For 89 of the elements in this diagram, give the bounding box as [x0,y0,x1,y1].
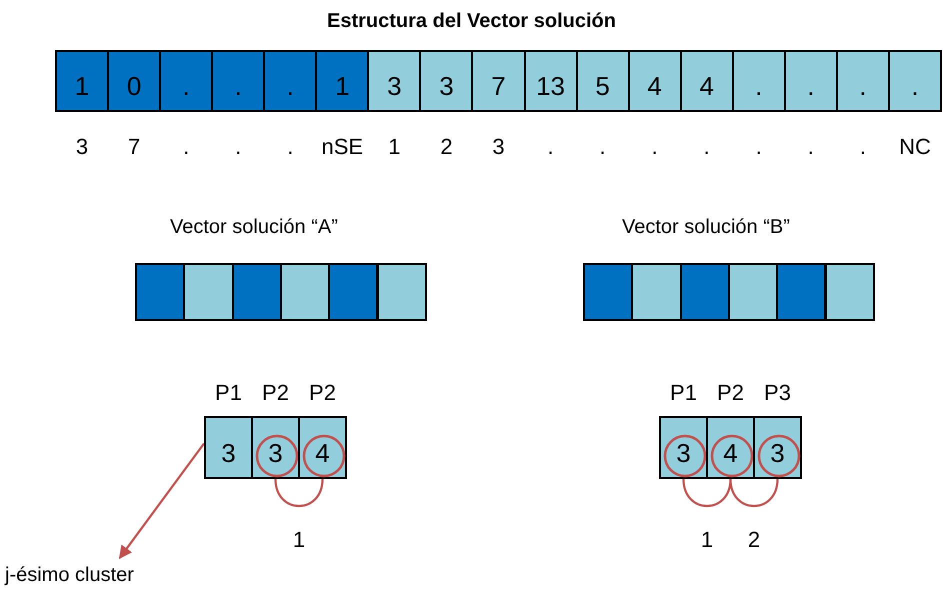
cell-value: 4 [315,439,330,467]
array-cell [583,263,634,321]
index-label: . [652,134,658,160]
index-label: 2 [440,134,453,160]
cell-value: . [859,72,867,100]
array-cell [211,50,266,112]
array-cell [419,50,474,112]
index-label: . [287,134,294,160]
cell-value: 3 [221,439,236,467]
cell-value: 7 [491,72,506,100]
connector-arc [274,478,324,508]
connector-arc [682,478,732,508]
cell-value: 3 [676,439,691,467]
array-cell [107,50,162,112]
array-cell [251,416,300,479]
cell-value: 3 [268,439,283,467]
cell-value: 13 [536,72,565,100]
array-cell [204,416,253,479]
array-cell [183,263,234,321]
array-cell [824,263,875,321]
cell-value: 1 [74,72,90,100]
callout-text: j-ésimo cluster [5,564,134,587]
position-label: P1 [215,380,242,406]
array-cell [680,50,734,112]
index-label: . [704,134,710,160]
cell-value: 4 [699,72,714,100]
cell-value: 1 [335,72,350,100]
array-cell [706,416,755,479]
index-label: . [547,134,554,160]
cell-value: 0 [126,72,142,100]
index-label: 3 [492,134,505,160]
diagram-title: Estructura del Vector solución [327,10,616,32]
array-cell [784,50,838,112]
cell-value: 3 [439,72,454,100]
array-cell [367,50,422,112]
index-label: . [600,134,606,160]
array-cell [836,50,890,112]
index-label: . [756,134,762,160]
array-cell [315,50,370,112]
cell-value: 3 [770,439,785,467]
index-label: . [235,134,242,160]
position-label: P1 [670,380,697,406]
array-cell [728,263,778,321]
cell-value: . [182,72,190,100]
index-label: . [183,134,190,160]
cell-value: 3 [387,72,402,100]
array-cell [732,50,786,112]
array-cell [159,50,214,112]
array-cell [376,263,427,321]
index-label: . [860,134,866,160]
index-label: 1 [388,134,400,160]
array-cell [659,416,708,479]
array-cell [280,263,330,321]
array-cell [263,50,318,112]
array-cell [631,263,682,321]
array-cell [888,50,942,112]
connector-arc [729,478,779,508]
cell-value: . [286,72,294,100]
array-cell [328,263,378,321]
vector-caption: Vector solución “A” [170,216,338,239]
cell-value: . [234,72,242,100]
position-label: P2 [309,380,336,406]
index-label: nSE [322,134,364,160]
array-cell [753,416,802,479]
array-cell [776,263,826,321]
index-label: . [808,134,814,160]
cell-value: 4 [647,72,662,100]
array-cell [135,263,186,321]
array-cell [524,50,578,112]
index-label: NC [899,134,931,160]
array-cell [232,263,282,321]
index-label: 7 [128,134,140,160]
array-cell [576,50,630,112]
cell-value: 4 [723,439,738,467]
cell-value: . [807,72,814,100]
array-cell [680,263,730,321]
index-label: 3 [76,134,88,160]
cell-value: . [755,72,762,100]
array-cell [298,416,347,479]
array-cell [471,50,526,112]
cell-value: . [911,72,919,100]
position-label: P2 [717,380,744,406]
cell-value: 5 [595,72,610,100]
position-label: P2 [262,380,289,406]
array-cell [55,50,110,112]
leader-arrow [118,442,205,560]
position-label: P3 [764,380,791,406]
vector-caption: Vector solución “B” [622,216,790,239]
array-cell [628,50,682,112]
